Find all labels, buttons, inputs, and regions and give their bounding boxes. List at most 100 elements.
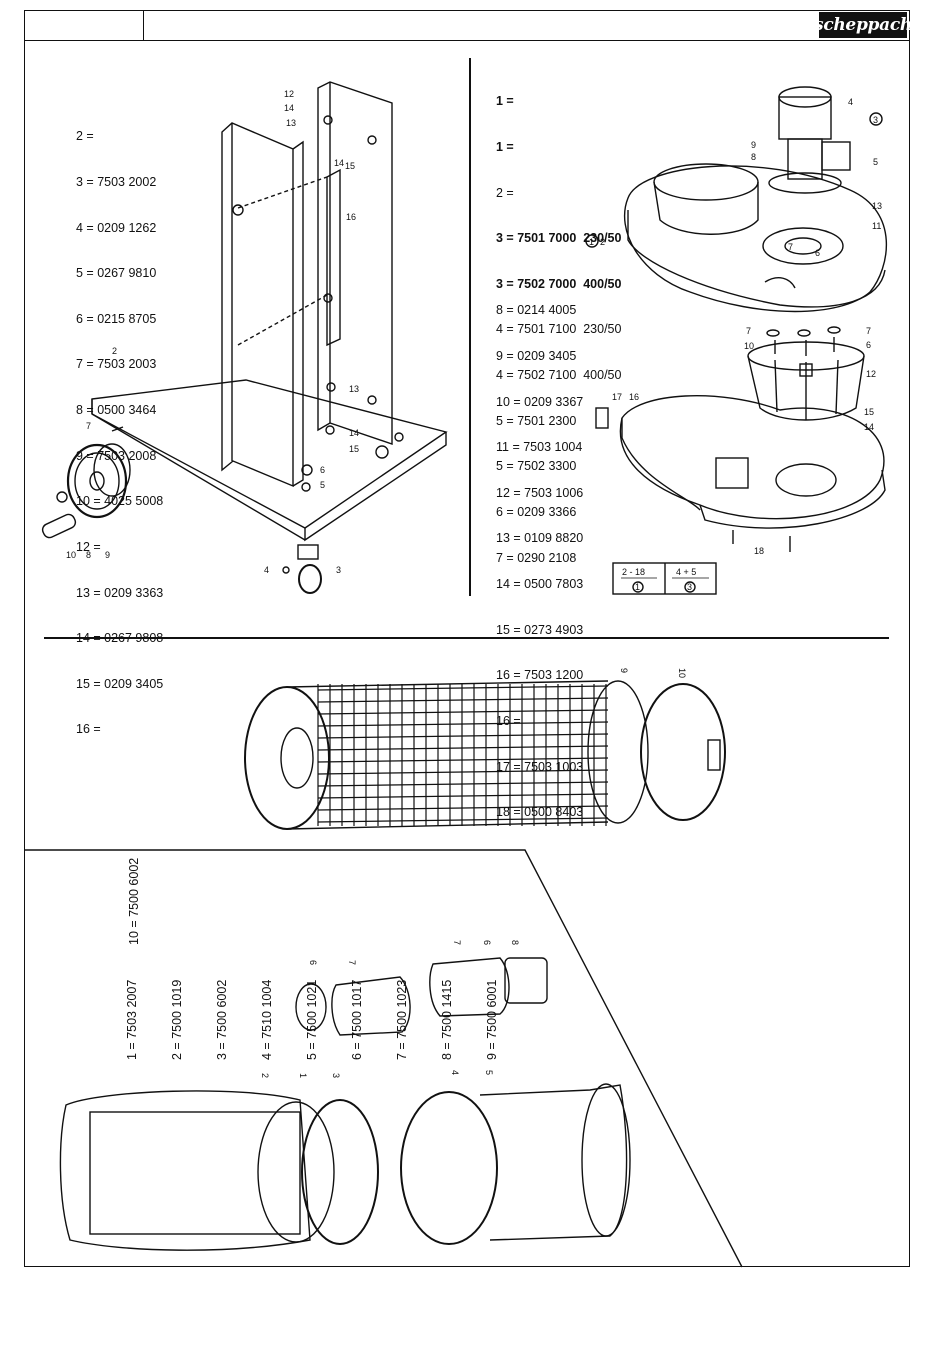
callout-17: 17: [612, 392, 622, 402]
stand-parts-list: 2 = 3 = 7503 2002 4 = 0209 1262 5 = 0267…: [76, 99, 163, 768]
inlet-throat: [653, 181, 759, 235]
wheel-hub: [89, 471, 105, 491]
mesh-line: [317, 769, 609, 775]
table-ref-circle: [684, 581, 696, 593]
motor-part-line: 10 = 0209 3367: [496, 394, 584, 409]
motor-part-line: 4 = 7502 7100 400/50: [496, 368, 622, 383]
callout-18: 18: [754, 546, 764, 556]
mesh-line: [317, 793, 609, 799]
bag-clamp-3: [301, 1099, 379, 1245]
axle-pin-10: [41, 513, 77, 539]
motor-part-line: 14 = 0500 7803: [496, 577, 584, 592]
front-upright-side: [292, 140, 304, 487]
callout-6: 6: [308, 960, 318, 965]
stand-part-line: 4 = 0209 1262: [76, 220, 157, 235]
stand-part-line: 2 =: [76, 129, 94, 144]
mesh-line: [317, 697, 609, 703]
motor-part-line: 3 = 7501 7000 230/50: [496, 231, 622, 246]
mesh-line: [317, 805, 609, 811]
motor-part-line: 13 = 0109 8820: [496, 531, 584, 546]
callout-5: 5: [320, 480, 325, 490]
section-divider-vertical: [469, 58, 471, 596]
clamp-buckle: [707, 739, 721, 771]
wheel: [66, 443, 128, 519]
motor-flange: [768, 172, 842, 194]
bolt: [323, 115, 333, 125]
motor-part-line: 18 = 0500 8403: [496, 805, 584, 820]
callout-6: 6: [866, 340, 871, 350]
callout-11: 11: [872, 221, 881, 231]
blade: [774, 359, 778, 413]
callout-16: 16: [346, 212, 356, 222]
callout-7: 7: [746, 326, 751, 336]
stand-part-line: 14 = 0267 9808: [76, 631, 164, 646]
callout-7: 7: [347, 960, 357, 965]
bag-callouts: 6 7 7 6 8 2 1 3 4 5: [260, 940, 520, 1078]
brand-logo: scheppach: [814, 12, 912, 38]
table-range-1: 2 - 18: [622, 567, 645, 577]
lower-housing: [619, 395, 885, 520]
mesh-line: [317, 817, 609, 823]
callout-7: 7: [866, 326, 871, 336]
stand-part-line: 7 = 7503 2003: [76, 357, 157, 372]
callout-2: 2: [112, 346, 117, 356]
section-divider-horizontal: [44, 637, 889, 639]
stand-part-line: 8 = 0500 3464: [76, 403, 157, 418]
base-plate-front-edge: [91, 413, 306, 541]
callout-8: 8: [510, 940, 520, 945]
callout-3: 3: [873, 115, 878, 125]
callout-15: 15: [345, 161, 355, 171]
callout-5: 5: [484, 1070, 494, 1075]
stand-part-line: 15 = 0209 3405: [76, 676, 164, 691]
callout-14: 14: [349, 428, 359, 438]
collection-bag-2: [59, 1090, 311, 1251]
stand-drawing: [41, 81, 448, 594]
bolt: [232, 204, 244, 216]
base-plate-thickness: [304, 432, 447, 542]
motor-part-line: 11 = 7503 1004: [496, 440, 583, 455]
part-17: [595, 407, 609, 429]
mesh-line: [317, 685, 609, 691]
motor-part-line: 1 =: [496, 140, 514, 155]
stand-part-line: 9 = 7503 2008: [76, 448, 157, 463]
callout-13: 13: [349, 384, 359, 394]
stand-part-line: 12 =: [76, 539, 101, 554]
callout-10: 10: [66, 550, 76, 560]
filter-mesh: [317, 684, 609, 826]
bag-inner-outline: [89, 1111, 301, 1235]
filter-end-cap: [244, 686, 330, 830]
bag-section-border: [24, 849, 743, 1268]
bracket: [375, 445, 389, 459]
table-ref-3: 3: [687, 582, 692, 592]
callout-5: 5: [873, 157, 878, 167]
callout-7: 7: [452, 940, 462, 945]
callout-2: 2: [600, 237, 605, 247]
stand-part-line: 3 = 7503 2002: [76, 175, 157, 190]
washer: [301, 482, 311, 492]
motor-parts-list-a: 1 = 1 = 2 = 3 = 7501 7000 230/50 3 = 750…: [496, 64, 621, 596]
callout-4: 4: [264, 565, 269, 575]
mesh-line: [317, 733, 609, 739]
bolt: [323, 293, 333, 303]
motor-part-line: 9 = 0209 3405: [496, 349, 577, 364]
callout-6: 6: [320, 465, 325, 475]
motor-parts-list-b: 8 = 0214 4005 9 = 0209 3405 10 = 0209 33…: [496, 273, 583, 851]
base-plate: [91, 379, 448, 529]
assembly-line: [237, 294, 328, 346]
motor-part-line: 12 = 7503 1006: [496, 485, 584, 500]
callout-7: 7: [86, 421, 91, 431]
caster-bracket: [297, 544, 319, 560]
motor-part-line: 16 =: [496, 713, 521, 728]
upper-housing-skirt: [627, 210, 886, 308]
bag-section: [24, 849, 743, 1268]
outlet-bracket: [715, 457, 749, 489]
callout-9: 9: [751, 140, 756, 150]
mesh-line: [317, 709, 609, 715]
callout-3: 3: [336, 565, 341, 575]
filter-opening: [280, 727, 314, 789]
callout-10: 10: [677, 668, 687, 678]
motor-part-line: 7 = 0290 2108: [496, 550, 577, 565]
callout-4: 4: [848, 97, 853, 107]
motor-part-line: 1 =: [496, 94, 514, 109]
stand-part-line: 6 = 0215 8705: [76, 311, 157, 326]
